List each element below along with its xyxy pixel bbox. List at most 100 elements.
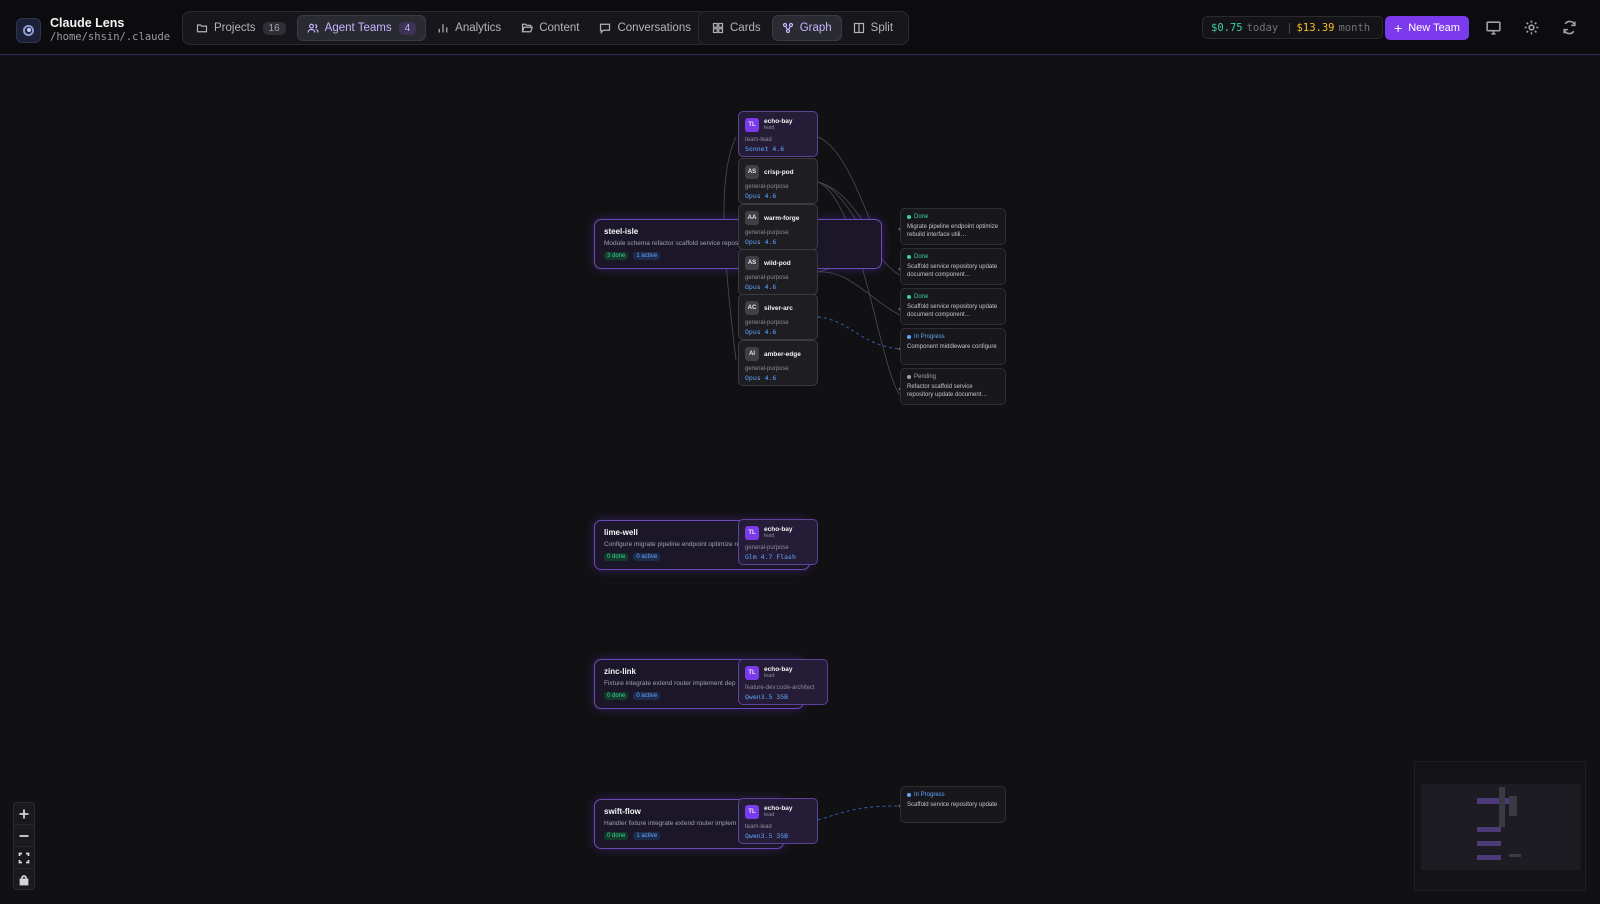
agent-model: Opus 4.6 — [745, 328, 777, 336]
minimap-node — [1477, 798, 1513, 804]
agent-avatar: AS — [745, 165, 759, 179]
cost-month-value: $13.39 — [1296, 21, 1335, 34]
cost-indicator: $0.75 today | $13.39 month — [1202, 16, 1384, 39]
minimap-node — [1499, 787, 1505, 827]
task-status: Pending — [914, 374, 937, 380]
agent-node[interactable]: AA warm-forge general-purpose Opus 4.6 — [738, 204, 818, 250]
agent-type: general-purpose — [745, 545, 789, 551]
team-name: swift-flow — [604, 807, 641, 816]
refresh-icon[interactable] — [1561, 19, 1578, 36]
graph-icon — [782, 22, 793, 34]
agent-type: feature-dev:code-architect — [745, 685, 815, 691]
nav-analytics[interactable]: Analytics — [428, 15, 510, 41]
view-cards[interactable]: Cards — [703, 15, 770, 41]
agent-model: Qwen3.5 35B — [745, 832, 789, 840]
agent-node[interactable]: AI amber-edge general-purpose Opus 4.6 — [738, 340, 818, 386]
folder-icon — [196, 24, 208, 33]
agent-name: silver-arc — [764, 304, 793, 312]
app-title: Claude Lens — [50, 16, 125, 30]
done-count-badge: 0 done — [604, 553, 629, 561]
agent-avatar: TL — [745, 805, 759, 819]
bar-chart-icon — [438, 24, 448, 33]
task-title: Component middleware configure — [907, 344, 997, 350]
agent-name: wild-pod — [764, 259, 791, 267]
agent-name: echo-bay — [764, 526, 793, 533]
lock-icon — [19, 875, 29, 886]
minimap[interactable] — [1414, 761, 1586, 891]
task-status: Done — [914, 214, 929, 220]
agent-node[interactable]: AC silver-arc general-purpose Opus 4.6 — [738, 294, 818, 340]
team-description: Module schema refactor scaffold service … — [604, 240, 814, 247]
view-switcher: Cards Graph Split — [698, 11, 910, 45]
task-node[interactable]: Pending Refactor scaffold service reposi… — [900, 368, 1006, 405]
agent-model: Qwen3.5 35B — [745, 693, 789, 701]
zoom-out-button[interactable] — [14, 825, 34, 847]
status-dot-icon — [907, 215, 911, 219]
nav-content[interactable]: Content — [512, 15, 588, 41]
cost-today-value: $0.75 — [1211, 21, 1243, 34]
task-status: Done — [914, 294, 929, 300]
agent-role: lead — [764, 673, 775, 679]
team-name: steel-isle — [604, 227, 639, 236]
team-description: Configure migrate pipeline endpoint opti… — [604, 541, 741, 548]
plus-icon: + — [1394, 20, 1403, 36]
minimap-node — [1477, 841, 1501, 846]
gear-icon[interactable] — [1523, 19, 1540, 36]
agent-role: lead — [764, 125, 775, 131]
agent-model: Opus 4.6 — [745, 374, 777, 382]
team-name: lime-well — [604, 528, 638, 537]
team-description: Handler fixture integrate extend router … — [604, 820, 737, 827]
agent-name: amber-edge — [764, 350, 801, 358]
agent-type: general-purpose — [745, 366, 789, 372]
nav-projects[interactable]: Projects 16 — [187, 15, 295, 41]
task-node[interactable]: Done Migrate pipeline endpoint optimize … — [900, 208, 1006, 245]
agent-node[interactable]: AS crisp-pod general-purpose Opus 4.6 — [738, 158, 818, 204]
monitor-icon[interactable] — [1485, 19, 1502, 36]
app-path: /home/shsin/.claude — [50, 31, 171, 43]
plus-icon — [19, 809, 29, 818]
task-title: Scaffold service repository update docum… — [907, 304, 998, 318]
task-status: Done — [914, 254, 929, 260]
agent-type: team-lead — [745, 824, 772, 830]
top-bar: Claude Lens /home/shsin/.claude Projects… — [0, 0, 1600, 55]
message-icon — [600, 23, 611, 34]
agent-model: Glm 4.7 Flash — [745, 553, 796, 561]
agent-avatar: AI — [745, 347, 759, 361]
status-dot-icon — [907, 335, 911, 339]
active-count-badge: 1 active — [633, 832, 661, 840]
minus-icon — [19, 834, 29, 837]
agent-name: echo-bay — [764, 805, 793, 812]
task-node[interactable]: In Progress Component middleware configu… — [900, 328, 1006, 365]
zoom-in-button[interactable] — [14, 803, 34, 825]
agent-role: lead — [764, 533, 775, 539]
status-dot-icon — [907, 375, 911, 379]
minimap-node — [1509, 854, 1521, 857]
new-team-button[interactable]: + New Team — [1385, 16, 1469, 40]
main-nav: Projects 16 Agent Teams 4 Analytics Cont… — [182, 11, 707, 45]
task-title: Scaffold service repository update — [907, 802, 998, 808]
task-node[interactable]: Done Scaffold service repository update … — [900, 288, 1006, 325]
users-icon — [307, 23, 319, 33]
nav-conversations[interactable]: Conversations — [590, 15, 700, 41]
app-logo-icon — [16, 17, 41, 43]
brand[interactable]: Claude Lens /home/shsin/.claude — [16, 16, 170, 44]
active-count-badge: 1 active — [633, 252, 661, 260]
agent-node[interactable]: AS wild-pod general-purpose Opus 4.6 — [738, 249, 818, 295]
task-node[interactable]: Done Scaffold service repository update … — [900, 248, 1006, 285]
task-title: Migrate pipeline endpoint optimize rebui… — [907, 224, 999, 238]
lock-button[interactable] — [14, 869, 34, 891]
agent-avatar: AC — [745, 301, 759, 315]
status-dot-icon — [907, 255, 911, 259]
nav-agent-teams[interactable]: Agent Teams 4 — [296, 15, 427, 41]
task-node[interactable]: In Progress Scaffold service repository … — [900, 786, 1006, 823]
agent-type: general-purpose — [745, 320, 789, 326]
view-graph[interactable]: Graph — [771, 15, 842, 41]
fit-view-button[interactable] — [14, 847, 34, 869]
agent-type: team-lead — [745, 137, 772, 143]
task-title: Scaffold service repository update docum… — [907, 264, 998, 278]
view-split[interactable]: Split — [844, 15, 902, 41]
